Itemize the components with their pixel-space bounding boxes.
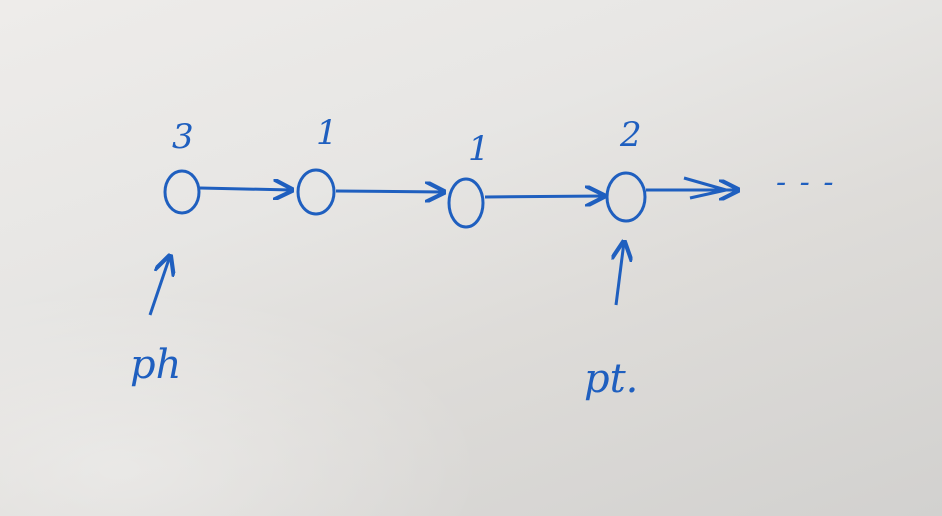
node-value-2: 1 xyxy=(316,113,338,153)
node-circle-3 xyxy=(447,177,485,229)
tail-pointer-label: pt. xyxy=(584,356,638,402)
head-pointer-arrow xyxy=(148,256,170,316)
head-pointer-label: ph xyxy=(130,342,181,388)
edge-arrow-2 xyxy=(335,191,444,192)
node-circle-2 xyxy=(296,168,336,216)
edge-arrow-4-double xyxy=(683,176,727,200)
edge-arrow-1 xyxy=(199,188,292,190)
node-value-1: 3 xyxy=(172,117,194,157)
node-circle-1 xyxy=(163,169,201,215)
continuation-dashes: - - - xyxy=(776,165,835,200)
tail-pointer-arrow xyxy=(616,242,624,306)
node-circle-4 xyxy=(605,171,647,223)
node-value-4: 2 xyxy=(619,115,642,155)
edge-arrow-3 xyxy=(484,196,604,197)
node-value-3: 1 xyxy=(468,129,490,169)
